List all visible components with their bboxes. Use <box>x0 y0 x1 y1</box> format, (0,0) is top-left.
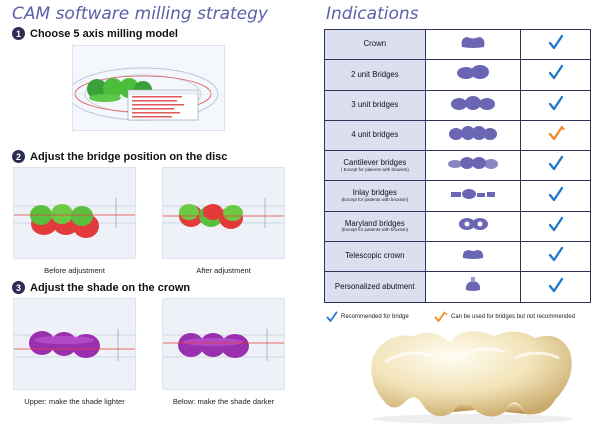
step-1: 1 Choose 5 axis milling model <box>12 27 178 40</box>
indication-row: Cantilever bridges( Except for patients … <box>324 150 591 182</box>
screenshot-upper-shade <box>13 298 136 390</box>
indication-label: 2 unit Bridges <box>350 69 399 79</box>
tooth-diagram-icon <box>424 271 522 303</box>
check-blue-icon <box>520 59 591 91</box>
check-blue-icon <box>520 241 591 273</box>
indication-label: Personalized abutment <box>334 281 415 291</box>
indication-row: Maryland bridges(Except for patients wit… <box>324 210 591 243</box>
check-blue-icon <box>520 89 591 121</box>
indication-note: (Except for patients with bruxism) <box>341 227 409 233</box>
indication-name: Telescopic crown <box>324 241 426 273</box>
indications-table: Crown 2 unit Bridges 3 unit bridges 4 unit … <box>324 28 591 303</box>
indication-row: 3 unit bridges <box>324 89 591 121</box>
tooth-diagram-icon <box>424 59 522 91</box>
legend-recommended-text: Recommended for bridge <box>341 314 409 320</box>
check-blue-icon <box>520 28 591 61</box>
check-blue-icon <box>326 311 338 322</box>
legend-not-recommended: Can be used for bridges but not recommen… <box>434 311 575 323</box>
caption-upper-shade: Upper: make the shade lighter <box>24 397 125 406</box>
shade-upper-illustration <box>14 329 135 361</box>
indication-name: Personalized abutment <box>324 271 426 303</box>
indication-label: Inlay bridges <box>352 188 397 198</box>
indication-row: Inlay bridges(Except for patients with b… <box>324 180 591 212</box>
caption-before-adjustment: Before adjustment <box>44 266 105 275</box>
step-3-number: 3 <box>12 281 25 294</box>
step-3-text: Adjust the shade on the crown <box>30 281 191 294</box>
indication-label: 3 unit bridges <box>351 99 399 109</box>
tooth-diagram-icon <box>424 241 522 273</box>
indication-name: Cantilever bridges( Except for patients … <box>324 150 426 182</box>
tooth-diagram-icon <box>424 180 522 212</box>
step-3: 3 Adjust the shade on the crown <box>12 281 190 294</box>
indication-row: Crown <box>324 28 591 61</box>
bridge-photo-illustration <box>371 331 573 424</box>
indication-row: Telescopic crown <box>324 241 591 273</box>
indication-row: 2 unit Bridges <box>324 59 591 91</box>
step-2: 2 Adjust the bridge position on the disc <box>12 150 227 163</box>
legend-not-recommended-text: Can be used for bridges but not recommen… <box>451 314 576 320</box>
step-2-text: Adjust the bridge position on the disc <box>30 150 228 163</box>
step-1-text: Choose 5 axis milling model <box>30 27 178 40</box>
screenshot-before-adjustment <box>13 167 136 259</box>
check-orange-icon <box>434 311 448 322</box>
tooth-diagram-icon <box>424 210 522 243</box>
indication-name: Inlay bridges(Except for patients with b… <box>324 180 426 212</box>
caption-below-shade: Below: make the shade darker <box>172 397 275 406</box>
bridge-after-illustration <box>163 198 284 229</box>
indication-label: Crown <box>363 39 387 49</box>
indication-note: ( Except for patients with bruxism) <box>340 166 409 172</box>
right-title: Indications <box>326 4 419 24</box>
left-title: CAM software milling strategy <box>12 4 268 24</box>
indication-row: 4 unit bridges <box>324 119 591 152</box>
check-blue-icon <box>520 180 591 212</box>
cam-screenshot-model-selection <box>72 45 225 131</box>
tooth-diagram-icon <box>424 119 522 152</box>
indication-name: Crown <box>324 28 426 61</box>
check-orange-icon <box>520 119 591 152</box>
tooth-diagram-icon <box>424 28 522 61</box>
check-blue-icon <box>520 271 591 303</box>
step-2-number: 2 <box>12 150 25 163</box>
caption-after-adjustment: After adjustment <box>196 266 251 275</box>
screenshot-after-adjustment <box>162 167 285 259</box>
check-blue-icon <box>520 150 591 182</box>
screenshot-below-shade <box>162 298 285 390</box>
indication-label: Cantilever bridges <box>343 158 407 168</box>
indication-row: Personalized abutment <box>324 271 591 303</box>
tooth-diagram-icon <box>424 150 522 182</box>
shade-below-illustration <box>163 329 284 361</box>
indication-label: 4 unit bridges <box>351 130 399 140</box>
bridge-before-illustration <box>14 198 135 238</box>
cam-model-illustration <box>73 67 224 121</box>
step-1-number: 1 <box>12 27 25 40</box>
indication-name: Maryland bridges(Except for patients wit… <box>324 210 426 243</box>
indication-note: (Except for patients with bruxism) <box>341 196 409 202</box>
indication-name: 4 unit bridges <box>324 119 426 152</box>
indication-name: 3 unit bridges <box>324 89 426 121</box>
indication-label: Telescopic crown <box>345 251 405 261</box>
indication-name: 2 unit Bridges <box>324 59 426 91</box>
tooth-diagram-icon <box>424 89 522 121</box>
indication-label: Maryland bridges <box>344 218 405 228</box>
zirconia-bridge-image <box>355 322 585 426</box>
legend-recommended: Recommended for bridge <box>326 311 409 323</box>
check-blue-icon <box>520 210 591 243</box>
